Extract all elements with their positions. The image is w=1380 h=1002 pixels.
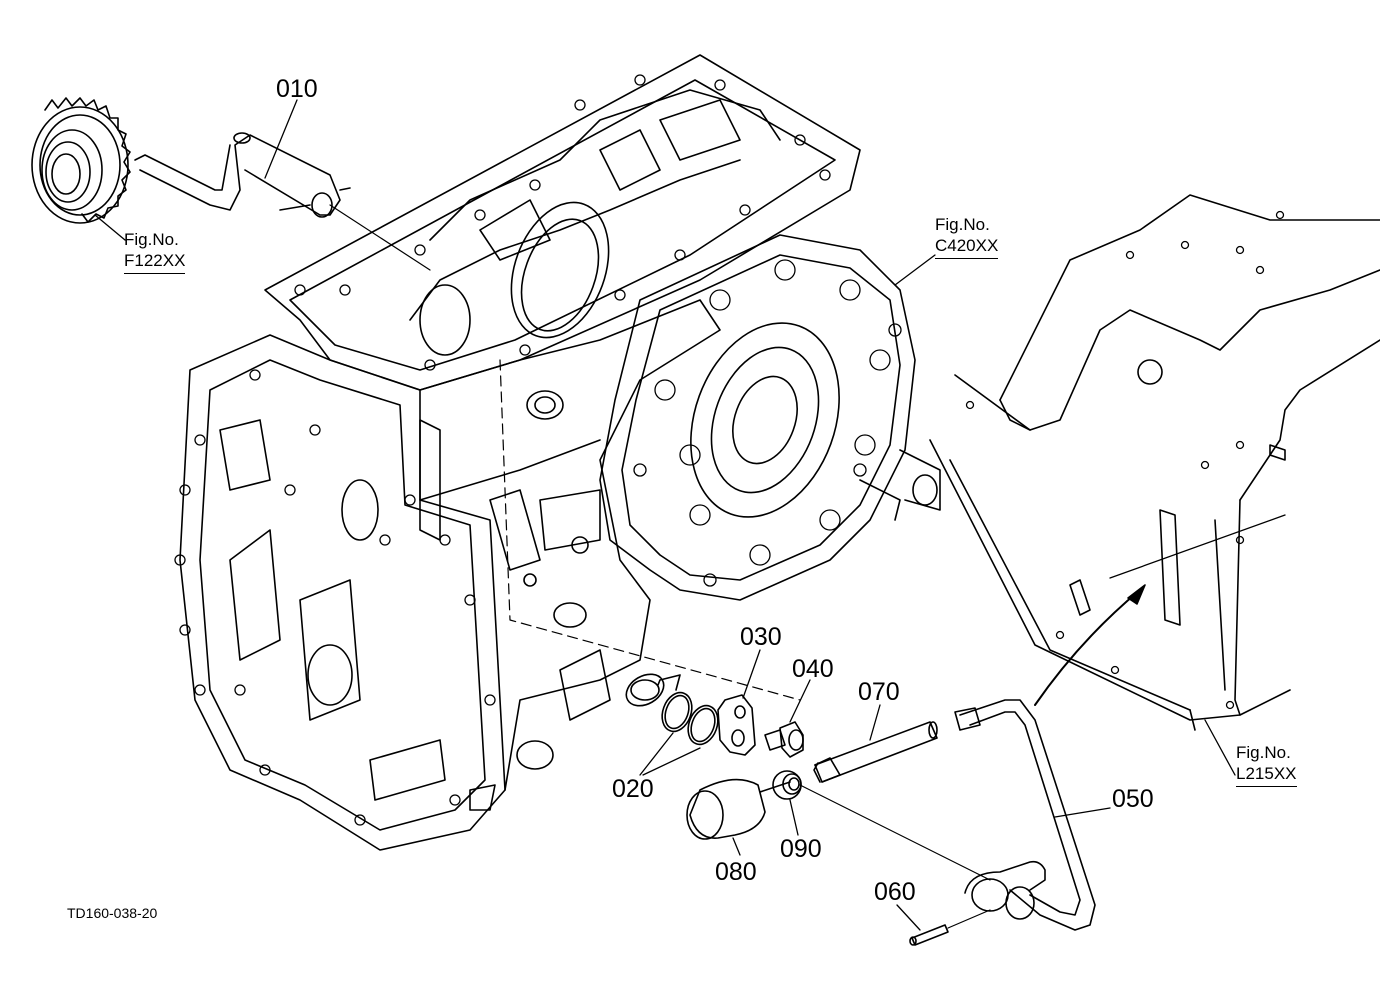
fig-ref-f122xx[interactable]: Fig.No. F122XX (124, 229, 186, 274)
fig-ref-prefix: Fig.No. (935, 215, 990, 234)
label-050: 050 (1112, 785, 1154, 813)
part-070-pin (814, 722, 937, 782)
frame (930, 195, 1380, 730)
label-060: 060 (874, 878, 916, 906)
label-040: 040 (792, 655, 834, 683)
label-030: 030 (740, 623, 782, 651)
fig-ref-prefix: Fig.No. (1236, 743, 1291, 762)
part-060-pin (910, 910, 990, 945)
leader-lines (95, 100, 1235, 930)
part-020-orings (621, 668, 723, 749)
label-070: 070 (858, 678, 900, 706)
fig-ref-code: L215XX (1236, 763, 1297, 787)
part-080-knob (687, 780, 790, 839)
fig-ref-c420xx[interactable]: Fig.No. C420XX (935, 214, 999, 259)
part-030-plate (718, 695, 755, 755)
fig-ref-code: C420XX (935, 235, 999, 259)
drawing-code: TD160-038-20 (67, 905, 158, 921)
fig-ref-l215xx[interactable]: Fig.No. L215XX (1236, 742, 1297, 787)
part-010-shaft (135, 133, 430, 270)
transmission-case (175, 55, 940, 850)
part-050-lever (800, 700, 1095, 930)
part-040-bolt (765, 722, 803, 757)
fig-ref-code: F122XX (124, 250, 186, 274)
gear-icon (32, 98, 130, 223)
label-090: 090 (780, 835, 822, 863)
label-080: 080 (715, 858, 757, 886)
label-010: 010 (276, 75, 318, 103)
label-020: 020 (612, 775, 654, 803)
fig-ref-prefix: Fig.No. (124, 230, 179, 249)
part-090-nut (773, 771, 801, 799)
